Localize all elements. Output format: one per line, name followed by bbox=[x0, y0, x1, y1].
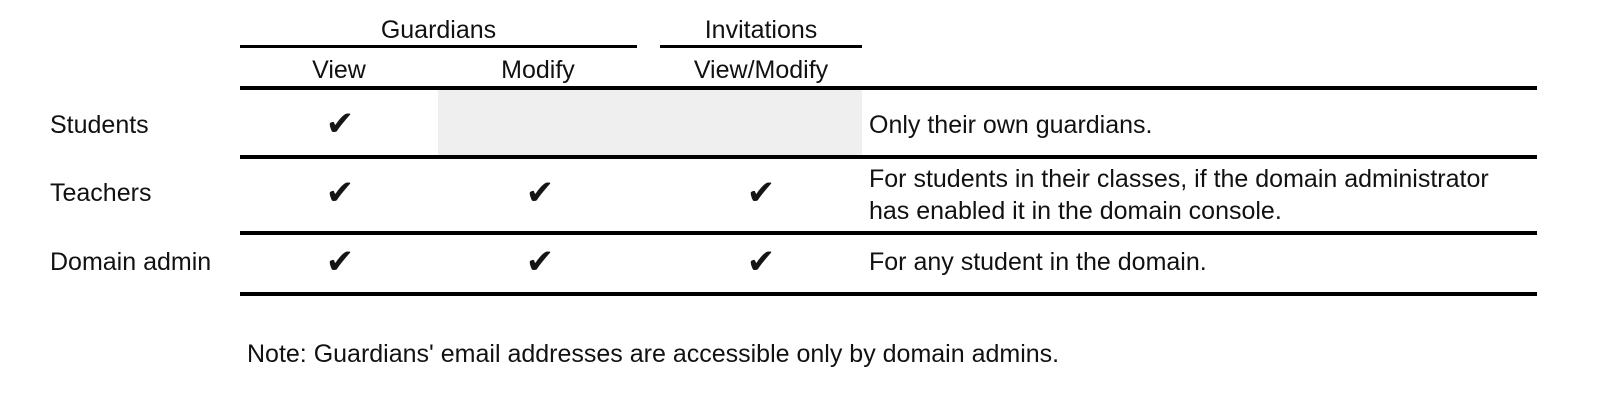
checkmark-teachers-invitations-view-modify: ✔ bbox=[746, 173, 776, 213]
rule-under-teachers-row bbox=[240, 231, 1537, 235]
rule-table-bottom bbox=[240, 292, 1537, 296]
rule-under-students-row bbox=[240, 155, 1537, 159]
note-domain-admin: For any student in the domain. bbox=[869, 248, 1207, 276]
checkmark-students-guardians-view: ✔ bbox=[325, 104, 355, 144]
rule-under-column-headers bbox=[240, 86, 1537, 90]
checkmark-domain-admin-guardians-modify: ✔ bbox=[525, 242, 555, 282]
note-students: Only their own guardians. bbox=[869, 111, 1153, 139]
column-header-invitations-view-modify: View/Modify bbox=[693, 56, 829, 84]
footer-note: Note: Guardians' email addresses are acc… bbox=[247, 340, 1060, 368]
column-header-guardians-modify: Modify bbox=[501, 56, 575, 84]
row-label-students: Students bbox=[50, 111, 149, 139]
rule-under-invitations-group bbox=[660, 45, 862, 48]
cell-shaded-not-applicable-students bbox=[438, 90, 862, 155]
column-group-invitations: Invitations bbox=[704, 16, 818, 44]
row-label-teachers: Teachers bbox=[50, 179, 152, 207]
rule-under-guardians-group bbox=[240, 45, 637, 48]
checkmark-teachers-guardians-view: ✔ bbox=[325, 173, 355, 213]
row-label-domain-admin: Domain admin bbox=[50, 248, 212, 276]
checkmark-domain-admin-invitations-view-modify: ✔ bbox=[746, 242, 776, 282]
checkmark-domain-admin-guardians-view: ✔ bbox=[325, 242, 355, 282]
column-group-guardians: Guardians bbox=[380, 16, 497, 44]
column-header-guardians-view: View bbox=[312, 56, 366, 84]
note-teachers: For students in their classes, if the do… bbox=[869, 165, 1489, 225]
checkmark-teachers-guardians-modify: ✔ bbox=[525, 173, 555, 213]
